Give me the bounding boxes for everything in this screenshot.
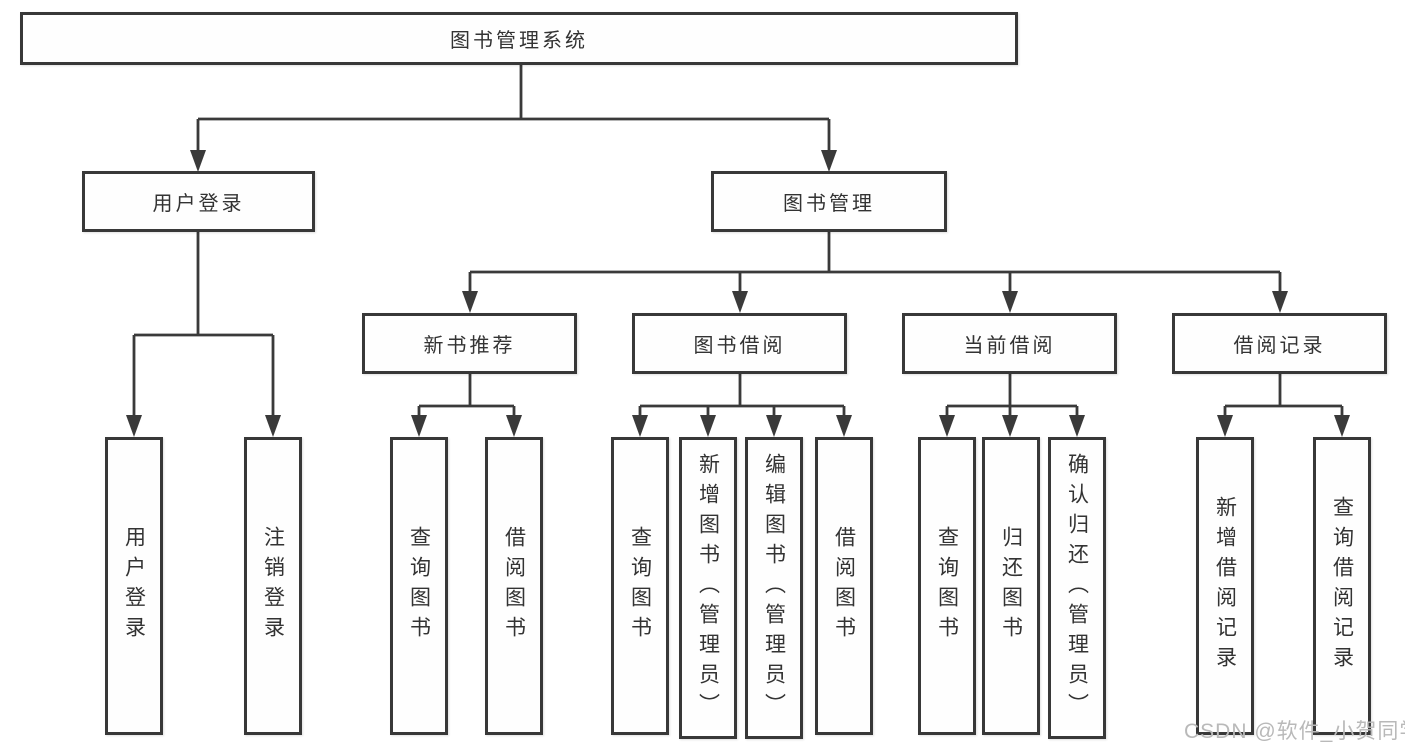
arrowhead-icon xyxy=(1217,415,1233,437)
connector-line xyxy=(638,373,846,418)
arrowhead-icon xyxy=(1334,415,1350,437)
arrowhead-icon xyxy=(632,415,648,437)
leaf-edit-book-admin: 编辑图书（管理员） xyxy=(745,437,803,739)
node-book-borrow: 图书借阅 xyxy=(632,313,847,374)
node-user-login: 用户登录 xyxy=(82,171,315,232)
arrowhead-icon xyxy=(1069,415,1085,437)
leaf-query-books-rec: 查询图书 xyxy=(390,437,448,735)
arrowhead-icon xyxy=(411,415,427,437)
arrowhead-icon xyxy=(836,415,852,437)
leaf-query-books-current: 查询图书 xyxy=(918,437,976,735)
leaf-query-books-borrow: 查询图书 xyxy=(611,437,669,735)
arrowhead-icon xyxy=(190,150,206,172)
leaf-user-login: 用户登录 xyxy=(105,437,163,735)
leaf-add-book-admin: 新增图书（管理员） xyxy=(679,437,737,739)
arrowhead-icon xyxy=(126,415,142,437)
connector-line xyxy=(132,232,275,418)
connector-user-login xyxy=(126,232,281,437)
watermark: CSDN @软件_小贺同学 xyxy=(1184,720,1405,743)
connector-line xyxy=(945,373,1079,418)
node-current-borrow: 当前借阅 xyxy=(902,313,1117,374)
leaf-confirm-return-admin: 确认归还（管理员） xyxy=(1048,437,1106,739)
connector-line xyxy=(1223,373,1344,418)
leaf-query-borrow-record: 查询借阅记录 xyxy=(1313,437,1371,735)
arrowhead-icon xyxy=(1272,291,1288,313)
node-borrow-records: 借阅记录 xyxy=(1172,313,1387,374)
arrowhead-icon xyxy=(265,415,281,437)
node-new-book-rec: 新书推荐 xyxy=(362,313,577,374)
leaf-logout-login: 注销登录 xyxy=(244,437,302,735)
leaf-borrow-books-rec: 借阅图书 xyxy=(485,437,543,735)
connector-book-borrow xyxy=(632,373,852,437)
arrowhead-icon xyxy=(732,291,748,313)
arrowhead-icon xyxy=(1002,291,1018,313)
connector-borrow-records xyxy=(1217,373,1350,437)
connector-line xyxy=(468,232,1282,294)
connector-line xyxy=(417,373,516,418)
connector-root xyxy=(190,65,837,172)
arrowhead-icon xyxy=(766,415,782,437)
connector-new-book-rec xyxy=(411,373,522,437)
arrowhead-icon xyxy=(1002,415,1018,437)
connector-book-mgmt xyxy=(462,232,1288,313)
arrowhead-icon xyxy=(506,415,522,437)
leaf-return-book: 归还图书 xyxy=(982,437,1040,735)
connector-current-borrow xyxy=(939,373,1085,437)
node-root: 图书管理系统 xyxy=(20,12,1018,65)
arrowhead-icon xyxy=(939,415,955,437)
arrowhead-icon xyxy=(462,291,478,313)
connector-line xyxy=(196,65,831,152)
leaf-borrow-books: 借阅图书 xyxy=(815,437,873,735)
node-book-mgmt: 图书管理 xyxy=(711,171,947,232)
leaf-add-borrow-record: 新增借阅记录 xyxy=(1196,437,1254,735)
arrowhead-icon xyxy=(821,150,837,172)
arrowhead-icon xyxy=(700,415,716,437)
